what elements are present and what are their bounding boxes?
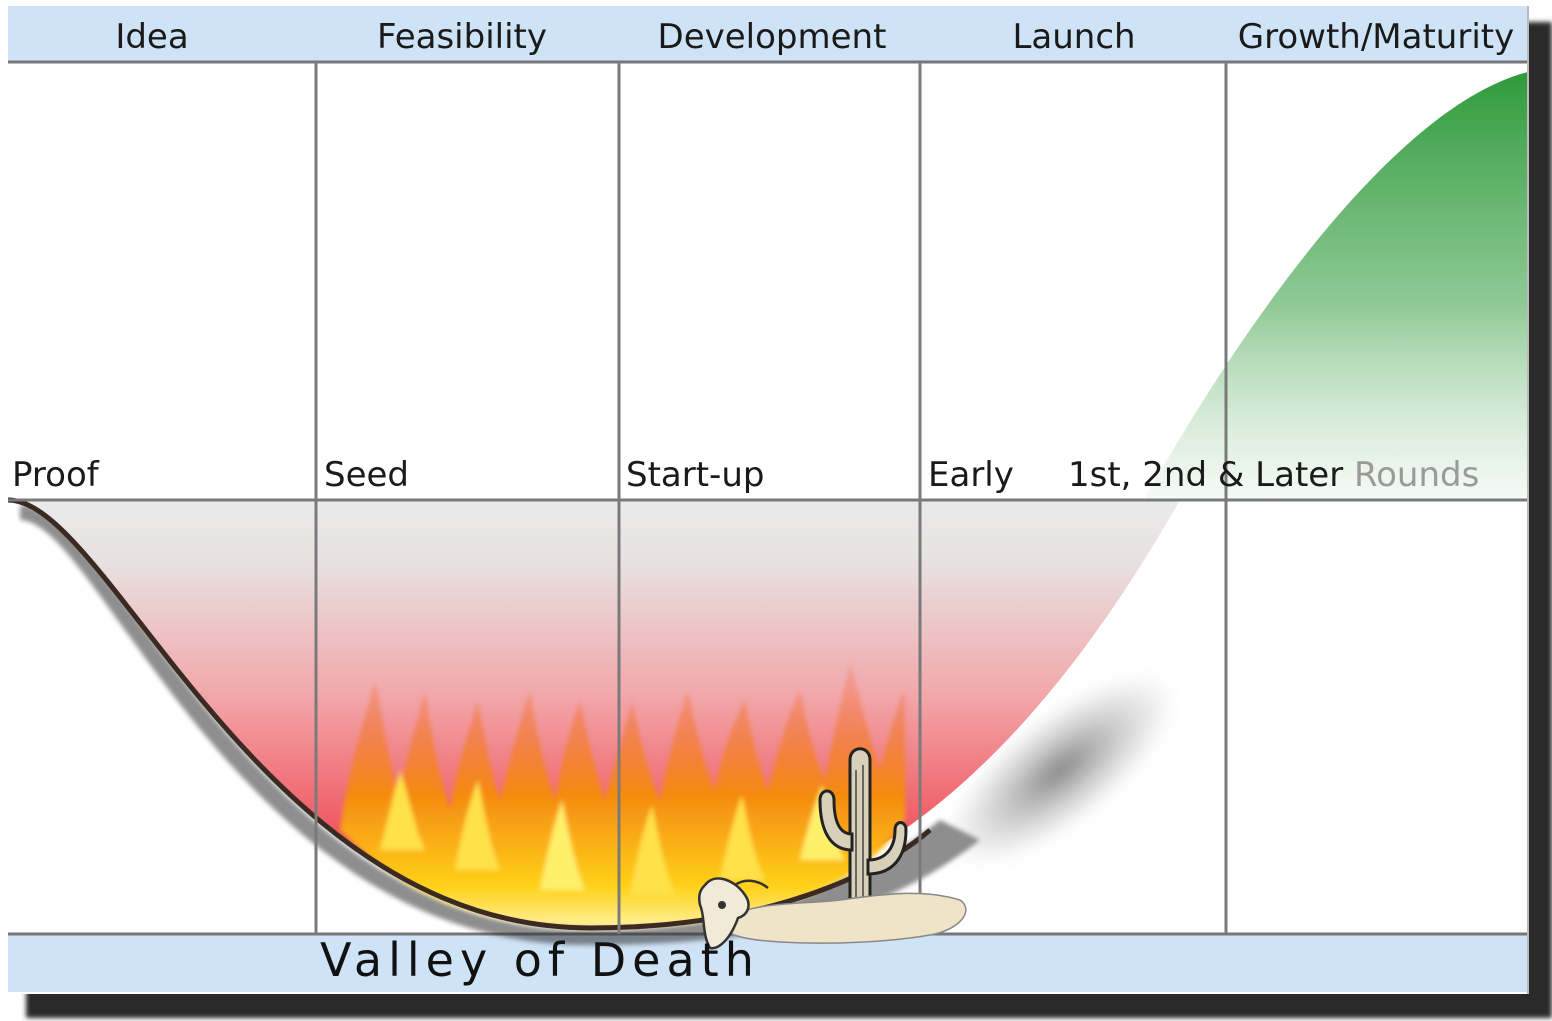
stage-idea: Idea xyxy=(115,17,188,57)
round-startup: Start-up xyxy=(626,455,764,495)
round-seed: Seed xyxy=(324,455,409,495)
valley-curve-outline xyxy=(7,497,932,931)
stage-launch: Launch xyxy=(1012,17,1135,57)
stage-growth-maturity: Growth/Maturity xyxy=(1238,17,1514,57)
growth-curve xyxy=(1080,72,1528,620)
round-proof: Proof xyxy=(12,455,100,495)
stage-grid xyxy=(8,62,1528,934)
cactus-icon xyxy=(818,747,908,907)
fire-icon xyxy=(340,660,905,928)
round-later-dark: 1st, 2nd & Later xyxy=(1068,455,1343,495)
round-early: Early xyxy=(928,455,1014,495)
curve-shadow xyxy=(20,505,980,946)
valley-of-death-label: Valley of Death xyxy=(320,933,760,987)
round-later: 1st, 2nd & Later Rounds xyxy=(1068,455,1479,495)
skull-icon xyxy=(697,877,967,950)
stage-header-band xyxy=(8,6,1528,62)
stage-development: Development xyxy=(658,17,887,57)
valley-label-band xyxy=(8,934,1528,992)
stage-feasibility: Feasibility xyxy=(377,17,547,57)
round-later-light: Rounds xyxy=(1354,455,1479,495)
cactus-shadow xyxy=(944,673,1176,867)
